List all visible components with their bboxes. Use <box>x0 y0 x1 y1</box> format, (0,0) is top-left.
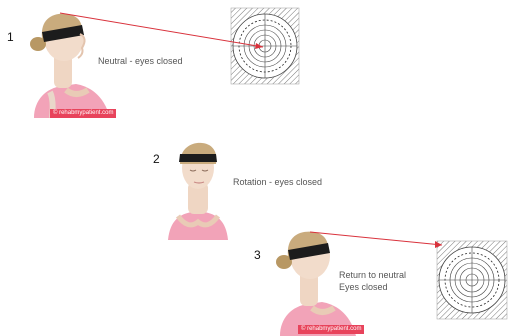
target-icon <box>231 8 299 84</box>
target-icon <box>437 241 507 319</box>
laser-line <box>310 232 442 248</box>
